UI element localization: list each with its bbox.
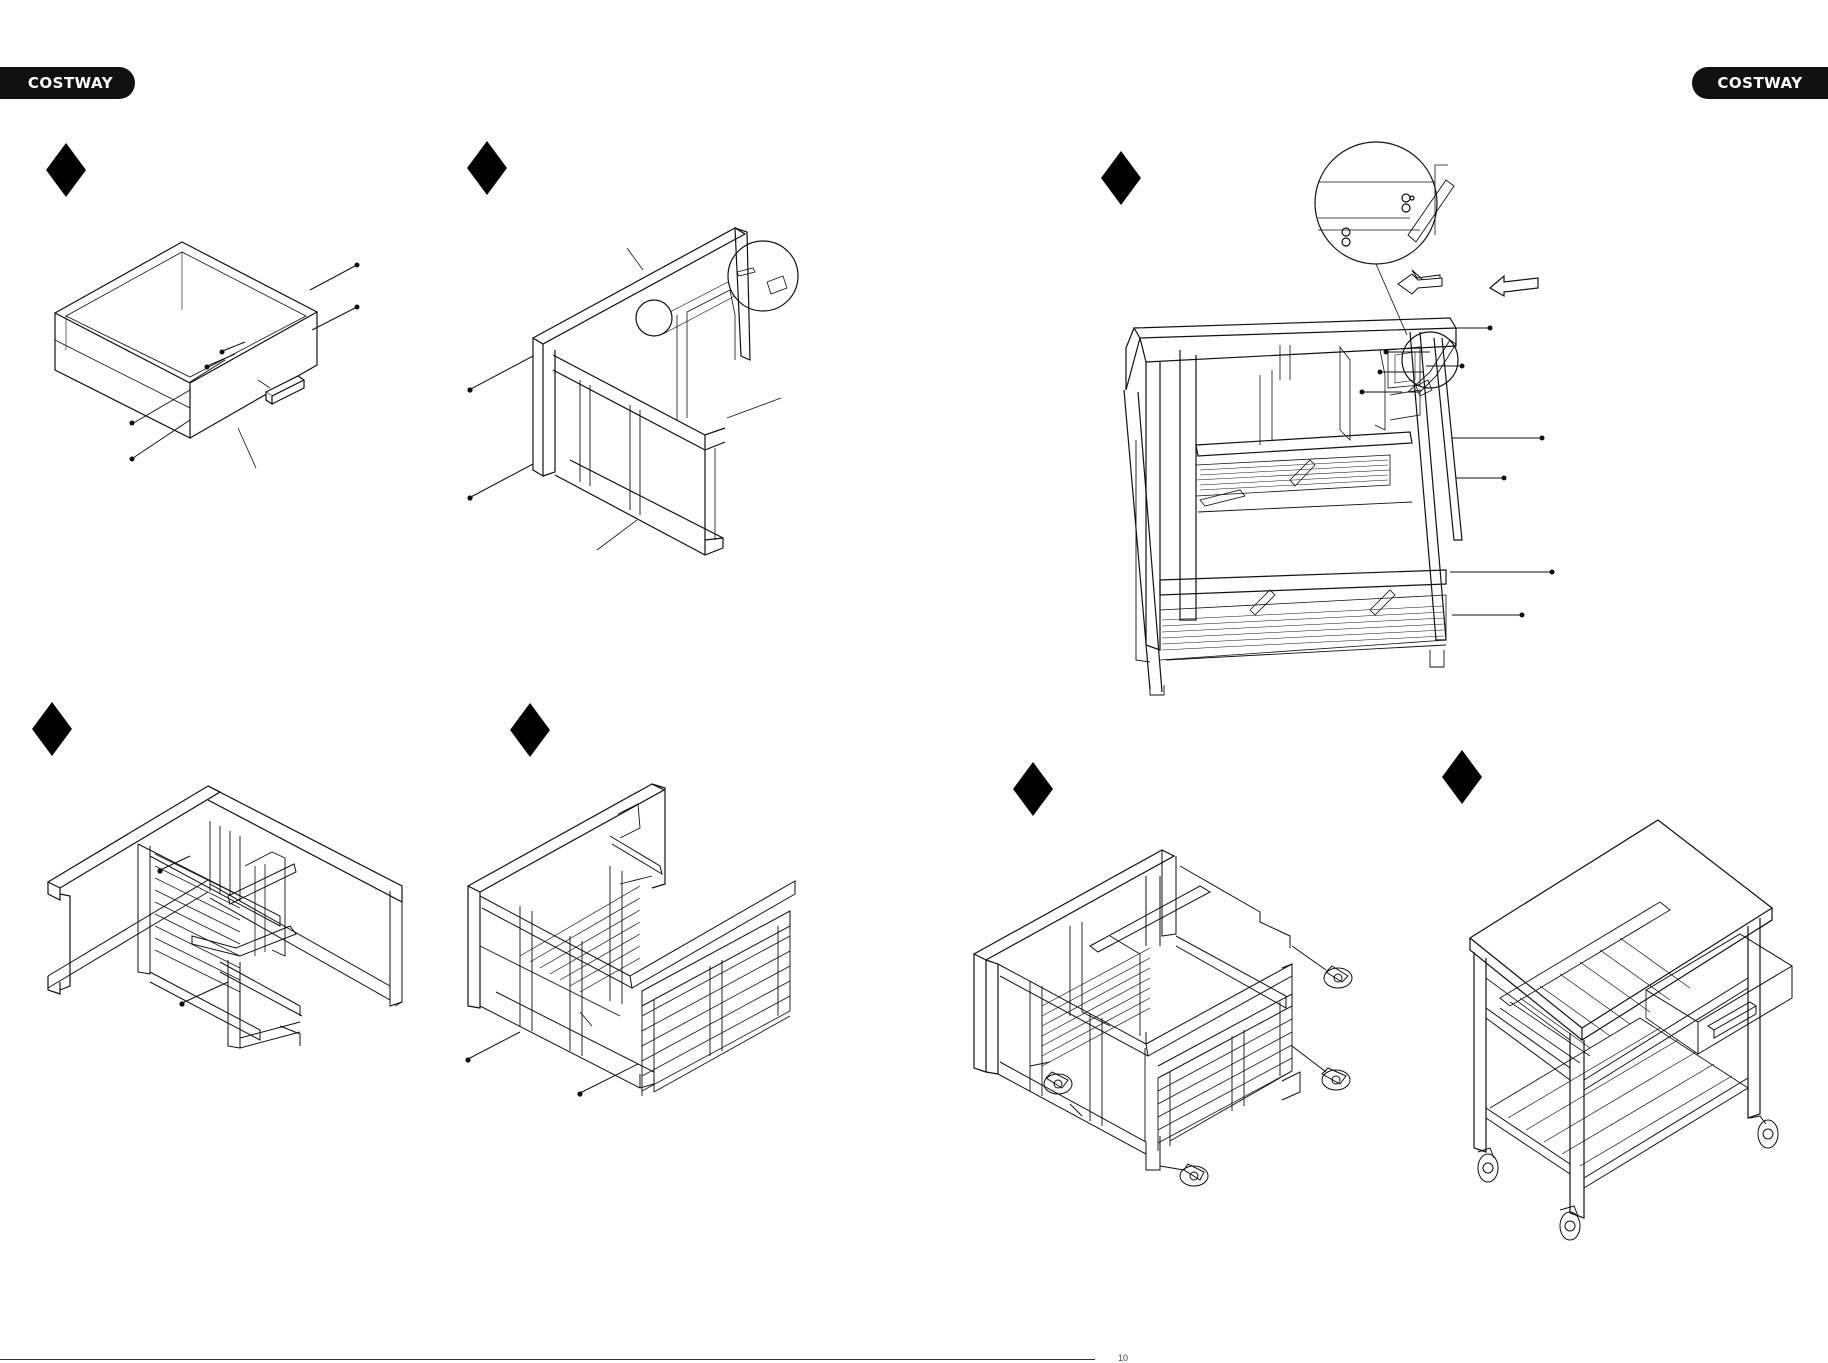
brand-name-right: COSTWAY <box>1717 74 1802 92</box>
step-1-drawer-drawing <box>30 230 370 470</box>
step-2-frame-drawing <box>465 220 845 570</box>
footer-rule <box>0 1359 1095 1360</box>
step-3-frame-drawing <box>1090 140 1570 670</box>
brand-logo-right: COSTWAY <box>1692 67 1828 99</box>
brand-logo-left: COSTWAY <box>0 67 135 99</box>
step-5-frame-drawing <box>460 776 800 1106</box>
step-6-diamond-icon <box>1013 762 1053 816</box>
step-4-frame-drawing <box>40 776 410 1056</box>
step-2-diamond-icon <box>467 141 507 195</box>
step-4-diamond-icon <box>32 702 72 756</box>
step-5-diamond-icon <box>510 703 550 757</box>
step-6-frame-drawing <box>970 836 1410 1196</box>
step-7-diamond-icon <box>1442 750 1482 804</box>
step-7-cart-drawing <box>1460 818 1820 1238</box>
step-1-diamond-icon <box>46 143 86 197</box>
brand-name-left: COSTWAY <box>28 74 113 92</box>
direction-arrow-icon <box>1488 274 1540 296</box>
